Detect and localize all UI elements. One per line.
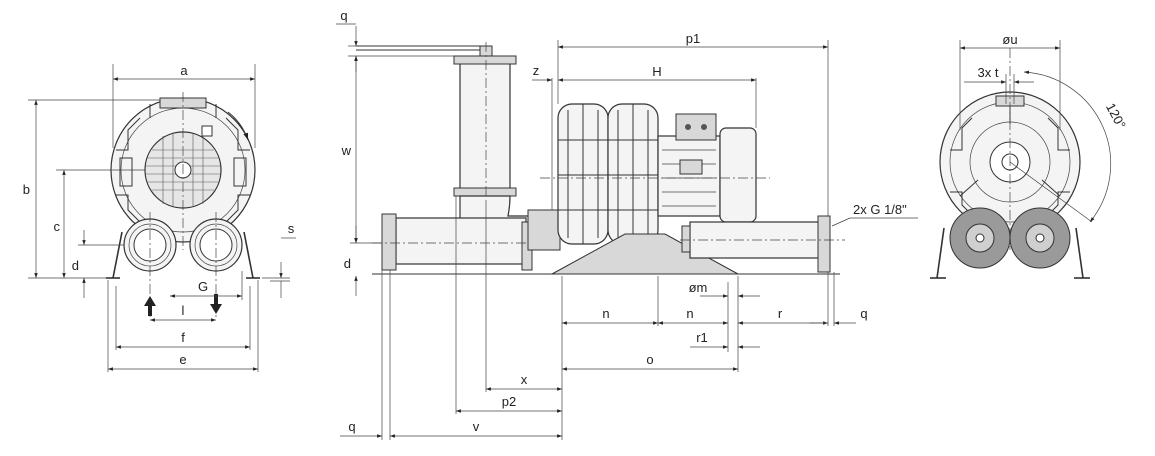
dim-p2: p2 [502, 394, 516, 409]
dim-q-top: q [340, 8, 347, 23]
dim-e: e [179, 352, 186, 367]
dim-c: c [54, 219, 61, 234]
dim-angle: 120° [1103, 100, 1129, 131]
side-view [356, 42, 845, 275]
dim-q-right: q [860, 306, 867, 321]
dim-G: G [198, 279, 208, 294]
dim-n-1: n [602, 306, 609, 321]
dim-phi-m: øm [689, 280, 708, 295]
dim-l: l [182, 303, 185, 318]
thread-note: 2x G 1/8" [853, 202, 907, 217]
dim-o: o [646, 352, 653, 367]
dim-d-front: d [72, 258, 79, 273]
dim-n-2: n [686, 306, 693, 321]
dim-b: b [23, 182, 30, 197]
dim-s: s [288, 221, 295, 236]
dim-phi-u: øu [1002, 32, 1017, 47]
dim-r: r [778, 306, 783, 321]
dim-3x-t: 3x t [978, 65, 999, 80]
side-dimensions: q w d p1 H z 2x G 1/8" øm n [336, 8, 918, 440]
dim-x: x [521, 372, 528, 387]
front-dimensions: a b c d s G l f e [23, 63, 296, 372]
rear-view [930, 48, 1090, 279]
dim-p1: p1 [686, 31, 700, 46]
dim-a: a [180, 63, 188, 78]
dim-q-bottom: q [348, 419, 355, 434]
dim-H: H [652, 64, 661, 79]
dim-r1: r1 [696, 330, 708, 345]
dim-f: f [181, 330, 185, 345]
dim-w: w [341, 143, 352, 158]
dim-v: v [473, 419, 480, 434]
dim-d-side: d [344, 256, 351, 271]
dim-z: z [533, 63, 540, 78]
front-view [106, 92, 260, 320]
